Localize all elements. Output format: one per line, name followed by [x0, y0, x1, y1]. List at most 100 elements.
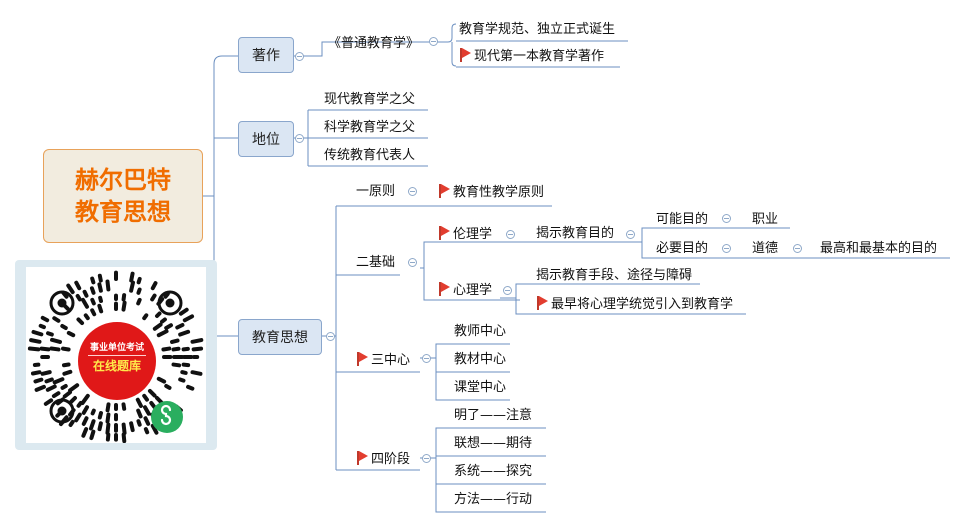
works-item[interactable]: 现代第一本教育学著作	[459, 48, 604, 65]
collapse-toggle-works[interactable]	[295, 52, 304, 61]
center-item[interactable]: 教材中心	[454, 352, 507, 367]
qr-dot	[105, 412, 111, 424]
necessary-goal-value[interactable]: 道德	[752, 241, 779, 256]
qr-dot	[181, 362, 191, 368]
qr-dot	[66, 283, 75, 295]
qr-dot	[121, 293, 127, 302]
qr-dot	[121, 422, 127, 435]
qr-dot	[147, 388, 157, 398]
qr-dot	[150, 281, 158, 291]
qr-dot	[136, 408, 143, 419]
collapse-toggle-thought[interactable]	[326, 332, 335, 341]
qr-dot	[186, 384, 195, 391]
qr-dot	[52, 316, 61, 323]
possible-goal-value[interactable]: 职业	[752, 212, 779, 227]
qr-dot	[178, 329, 191, 337]
qr-dot	[190, 338, 204, 344]
collapse-toggle-goal[interactable]	[626, 230, 635, 239]
collapse-toggle-possible[interactable]	[722, 214, 731, 223]
psychology-item[interactable]: 最早将心理学统觉引入到教育学	[536, 296, 733, 313]
mini-program-glyph	[160, 404, 172, 426]
stage-item[interactable]: 系统——探究	[454, 464, 533, 479]
status-item[interactable]: 科学教育学之父	[324, 120, 416, 135]
qr-dot	[129, 271, 135, 283]
status-item[interactable]: 传统教育代表人	[324, 148, 416, 163]
qr-dot	[143, 405, 151, 416]
collapse-toggle-one-principle[interactable]	[408, 187, 417, 196]
flag-icon	[356, 352, 368, 366]
qr-badge-divider	[88, 355, 146, 356]
center-item[interactable]: 教师中心	[454, 324, 507, 339]
qr-dot	[121, 432, 127, 444]
root-topic[interactable]: 赫尔巴特教育思想	[43, 149, 203, 243]
necessary-goal-note[interactable]: 最高和最基本的目的	[820, 241, 938, 256]
stage-item[interactable]: 方法——行动	[454, 492, 533, 507]
psychology-item[interactable]: 揭示教育手段、途径与障碍	[536, 268, 693, 283]
collapse-toggle-status[interactable]	[295, 134, 304, 143]
qr-dot	[68, 383, 80, 393]
psychology-node[interactable]: 心理学	[438, 282, 492, 299]
qr-dot	[80, 393, 90, 405]
flag-icon	[459, 48, 471, 62]
qr-dot	[76, 401, 83, 408]
possible-goal-label[interactable]: 可能目的	[656, 212, 709, 227]
qr-finder-dot	[57, 298, 67, 308]
collapse-toggle-moral[interactable]	[793, 244, 802, 253]
one-principle-label[interactable]: 一原则	[356, 184, 396, 199]
necessary-goal-label[interactable]: 必要目的	[656, 241, 709, 256]
qr-dot	[44, 377, 54, 384]
stage-item[interactable]: 明了——注意	[454, 408, 533, 423]
four-stages-label: 四阶段	[371, 452, 411, 467]
qr-dot	[90, 297, 96, 306]
one-principle-item[interactable]: 教育性教学原则	[438, 184, 544, 201]
qr-dot	[82, 289, 89, 298]
qr-dot	[83, 313, 90, 321]
two-foundations-label[interactable]: 二基础	[356, 255, 396, 270]
stage-item[interactable]: 联想——期待	[454, 436, 533, 451]
collapse-toggle-book[interactable]	[429, 37, 438, 46]
status-item[interactable]: 现代教育学之父	[324, 92, 416, 107]
qr-dot	[97, 411, 103, 420]
collapse-toggle-necessary[interactable]	[722, 244, 731, 253]
qr-dot	[163, 291, 170, 299]
qr-dot	[152, 322, 163, 331]
collapse-toggle-three-centers[interactable]	[422, 354, 431, 363]
topic-thought[interactable]: 教育思想	[238, 319, 322, 355]
qr-dot	[60, 323, 68, 330]
qr-dot	[89, 286, 96, 295]
qr-dot	[136, 297, 142, 306]
three-centers-node[interactable]: 三中心	[356, 352, 410, 369]
qr-dot	[142, 393, 149, 402]
collapse-toggle-four-stages[interactable]	[422, 454, 431, 463]
qr-finder-ring	[49, 398, 75, 424]
qr-dot	[143, 427, 150, 435]
collapse-toggle-ethics[interactable]	[506, 230, 515, 239]
qr-dot	[61, 362, 71, 368]
qr-dot	[27, 346, 41, 352]
ethics-goal[interactable]: 揭示教育目的	[536, 226, 615, 241]
center-item[interactable]: 课堂中心	[454, 380, 507, 395]
topic-works[interactable]: 著作	[238, 37, 294, 73]
qr-dot	[75, 293, 82, 302]
flag-icon	[438, 282, 450, 296]
four-stages-node[interactable]: 四阶段	[356, 451, 410, 468]
qr-dot	[136, 276, 142, 285]
qr-dot	[88, 419, 96, 431]
qr-dot	[155, 311, 162, 318]
qr-code-panel[interactable]: 事业单位考试 在线题库	[15, 260, 217, 450]
qr-center-badge: 事业单位考试 在线题库	[78, 322, 156, 400]
collapse-toggle-two-foundations[interactable]	[408, 258, 417, 267]
one-principle-item-label: 教育性教学原则	[453, 185, 545, 200]
topic-status[interactable]: 地位	[238, 121, 294, 157]
qr-dot	[105, 422, 111, 435]
works-item[interactable]: 教育学规范、独立正式诞生	[459, 22, 616, 37]
topic-works-label: 著作	[252, 48, 280, 64]
qr-dot	[191, 346, 204, 352]
ethics-label: 伦理学	[453, 227, 493, 242]
qr-badge-line-2: 在线题库	[92, 359, 141, 373]
qr-dot	[171, 362, 182, 368]
collapse-toggle-psychology[interactable]	[503, 286, 512, 295]
book-title[interactable]: 《普通教育学》	[328, 36, 420, 51]
qr-dot	[160, 317, 167, 324]
ethics-node[interactable]: 伦理学	[438, 226, 492, 243]
